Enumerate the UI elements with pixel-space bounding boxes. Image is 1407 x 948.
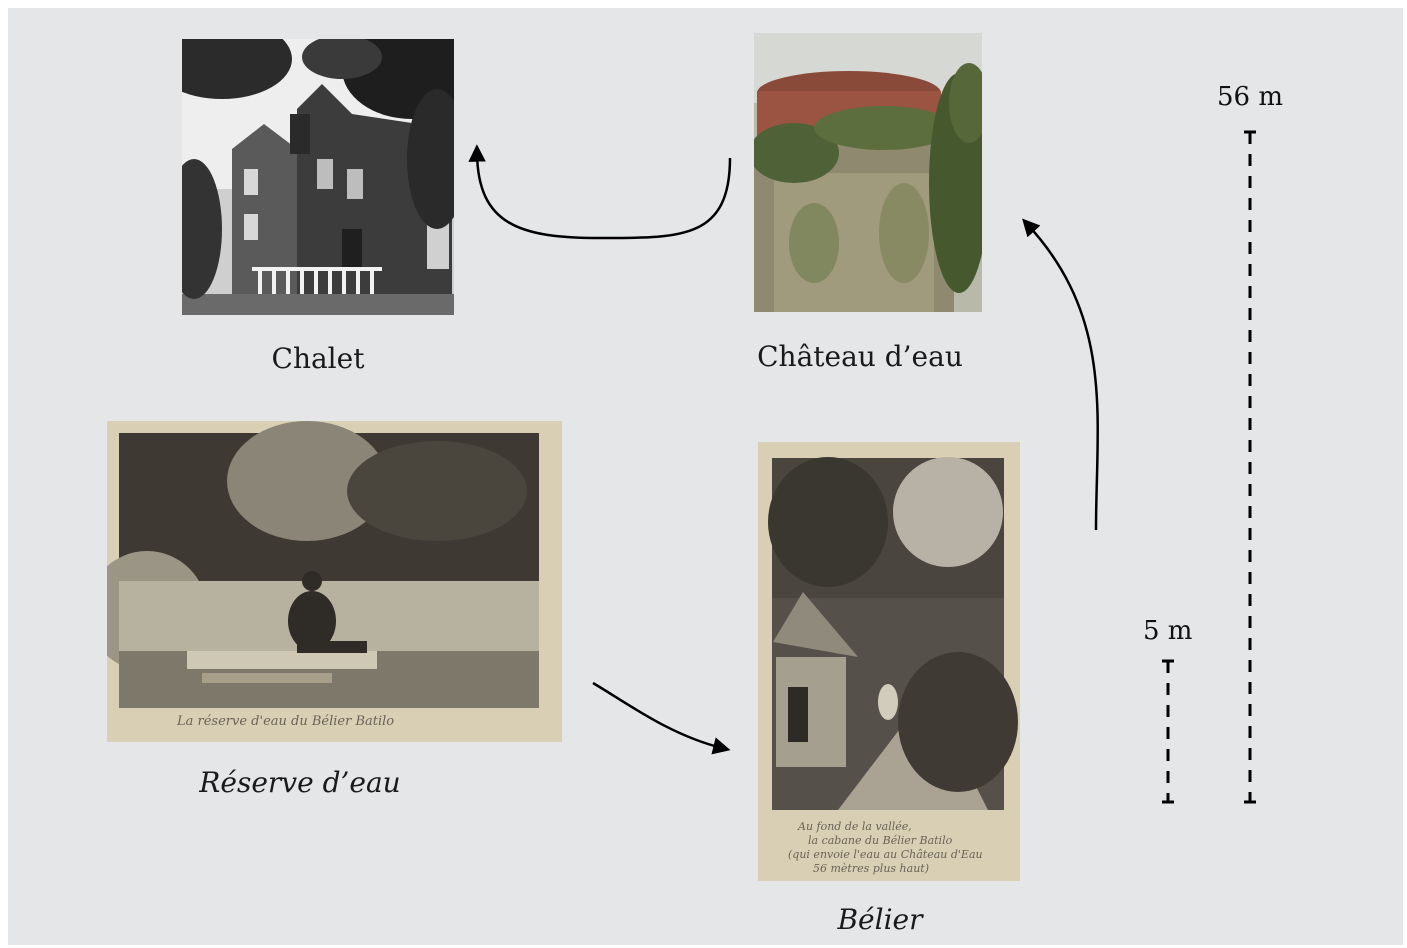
svg-text:Au fond de la vallée,: Au fond de la vallée, bbox=[797, 820, 912, 833]
reserve-label: Réserve d’eau bbox=[199, 766, 401, 799]
arrow-reserve-to-belier bbox=[592, 681, 731, 755]
svg-text:56 mètres plus haut): 56 mètres plus haut) bbox=[813, 862, 929, 875]
svg-text:(qui envoie l'eau au Château d: (qui envoie l'eau au Château d'Eau bbox=[788, 848, 983, 861]
scale-bar-5m bbox=[1162, 659, 1174, 804]
reserve-photo: La réserve d'eau du Bélier Batilo bbox=[107, 421, 562, 742]
arrow-chateau-to-chalet bbox=[468, 144, 732, 240]
chateau-photo bbox=[754, 33, 982, 312]
chalet-label: Chalet bbox=[271, 342, 365, 375]
chalet-photo bbox=[182, 39, 454, 315]
belier-label: Bélier bbox=[837, 903, 923, 936]
chateau-label: Château d’eau bbox=[757, 340, 963, 373]
scale-bar-56m bbox=[1244, 130, 1256, 804]
scale-label-5m: 5 m bbox=[1143, 616, 1193, 646]
belier-photo: Au fond de la vallée, la cabane du Bélie… bbox=[758, 442, 1020, 881]
svg-text:La réserve d'eau du Bélier Bat: La réserve d'eau du Bélier Batilo bbox=[176, 714, 394, 729]
scale-label-56m: 56 m bbox=[1217, 82, 1284, 112]
svg-text:la cabane du Bélier Batilo: la cabane du Bélier Batilo bbox=[808, 834, 953, 847]
arrow-belier-to-chateau bbox=[1022, 218, 1099, 531]
